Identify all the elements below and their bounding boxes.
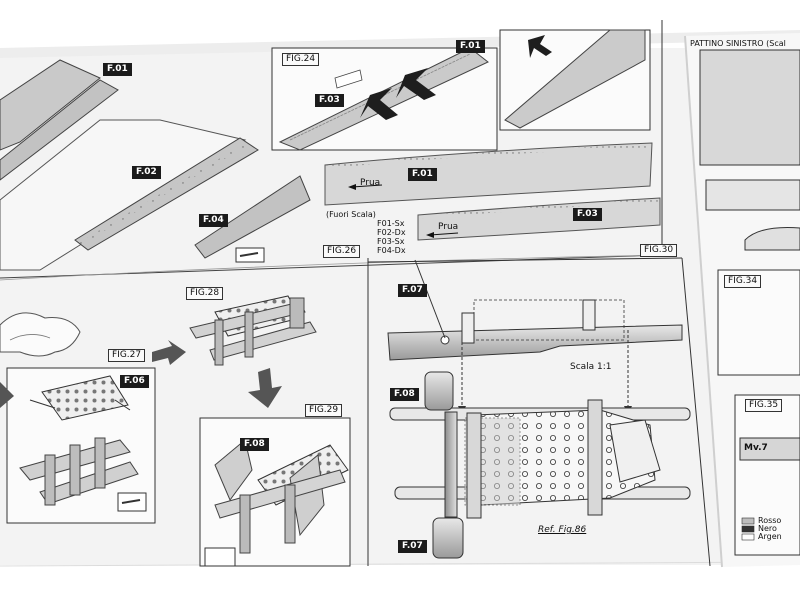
color-legend-item: Argen — [758, 532, 782, 541]
color-legend-item: Nero — [758, 524, 777, 533]
part-tag-f07: F.07 — [398, 284, 427, 297]
model-code: Mv.7 — [744, 443, 768, 453]
legend-line: F01-Sx — [377, 219, 405, 228]
figure-label-24: FIG.24 — [282, 53, 320, 66]
part-tag-f03: F.03 — [573, 208, 602, 221]
figure-label-26: FIG.26 — [323, 245, 361, 258]
bow-label: Prua — [438, 222, 459, 232]
part-tag-f08: F.08 — [390, 388, 419, 401]
section-title: PATTINO SINISTRO (Scal — [690, 39, 786, 48]
part-tag-f04: F.04 — [199, 214, 228, 227]
part-tag-f02: F.02 — [132, 166, 161, 179]
part-tag-f08: F.08 — [240, 438, 269, 451]
part-tag-f01: F.01 — [408, 168, 437, 181]
figure-label-30: FIG.30 — [640, 244, 678, 257]
part-tag-f07: F.07 — [398, 540, 427, 553]
part-tag-f03: F.03 — [315, 94, 344, 107]
part-tag-f01: F.01 — [103, 63, 132, 76]
part-tag-f01: F.01 — [456, 40, 485, 53]
reference-label: Ref. Fig.86 — [538, 525, 587, 535]
legend-line: F03-Sx — [377, 237, 405, 246]
figure-label-27: FIG.27 — [108, 349, 146, 362]
figure-label-29: FIG.29 — [305, 404, 343, 417]
figure-label-34: FIG.34 — [724, 275, 762, 288]
part-tag-f06: F.06 — [120, 375, 149, 388]
legend-line: F04-Dx — [377, 246, 406, 255]
figure-label-35: FIG.35 — [745, 399, 783, 412]
color-legend-item: Rosso — [758, 516, 782, 525]
bow-label: Prua — [360, 178, 381, 188]
scale-label: Scala 1:1 — [570, 362, 612, 372]
figure-label-28: FIG.28 — [186, 287, 224, 300]
not-to-scale-note: (Fuori Scala) — [326, 210, 376, 219]
legend-line: F02-Dx — [377, 228, 406, 237]
